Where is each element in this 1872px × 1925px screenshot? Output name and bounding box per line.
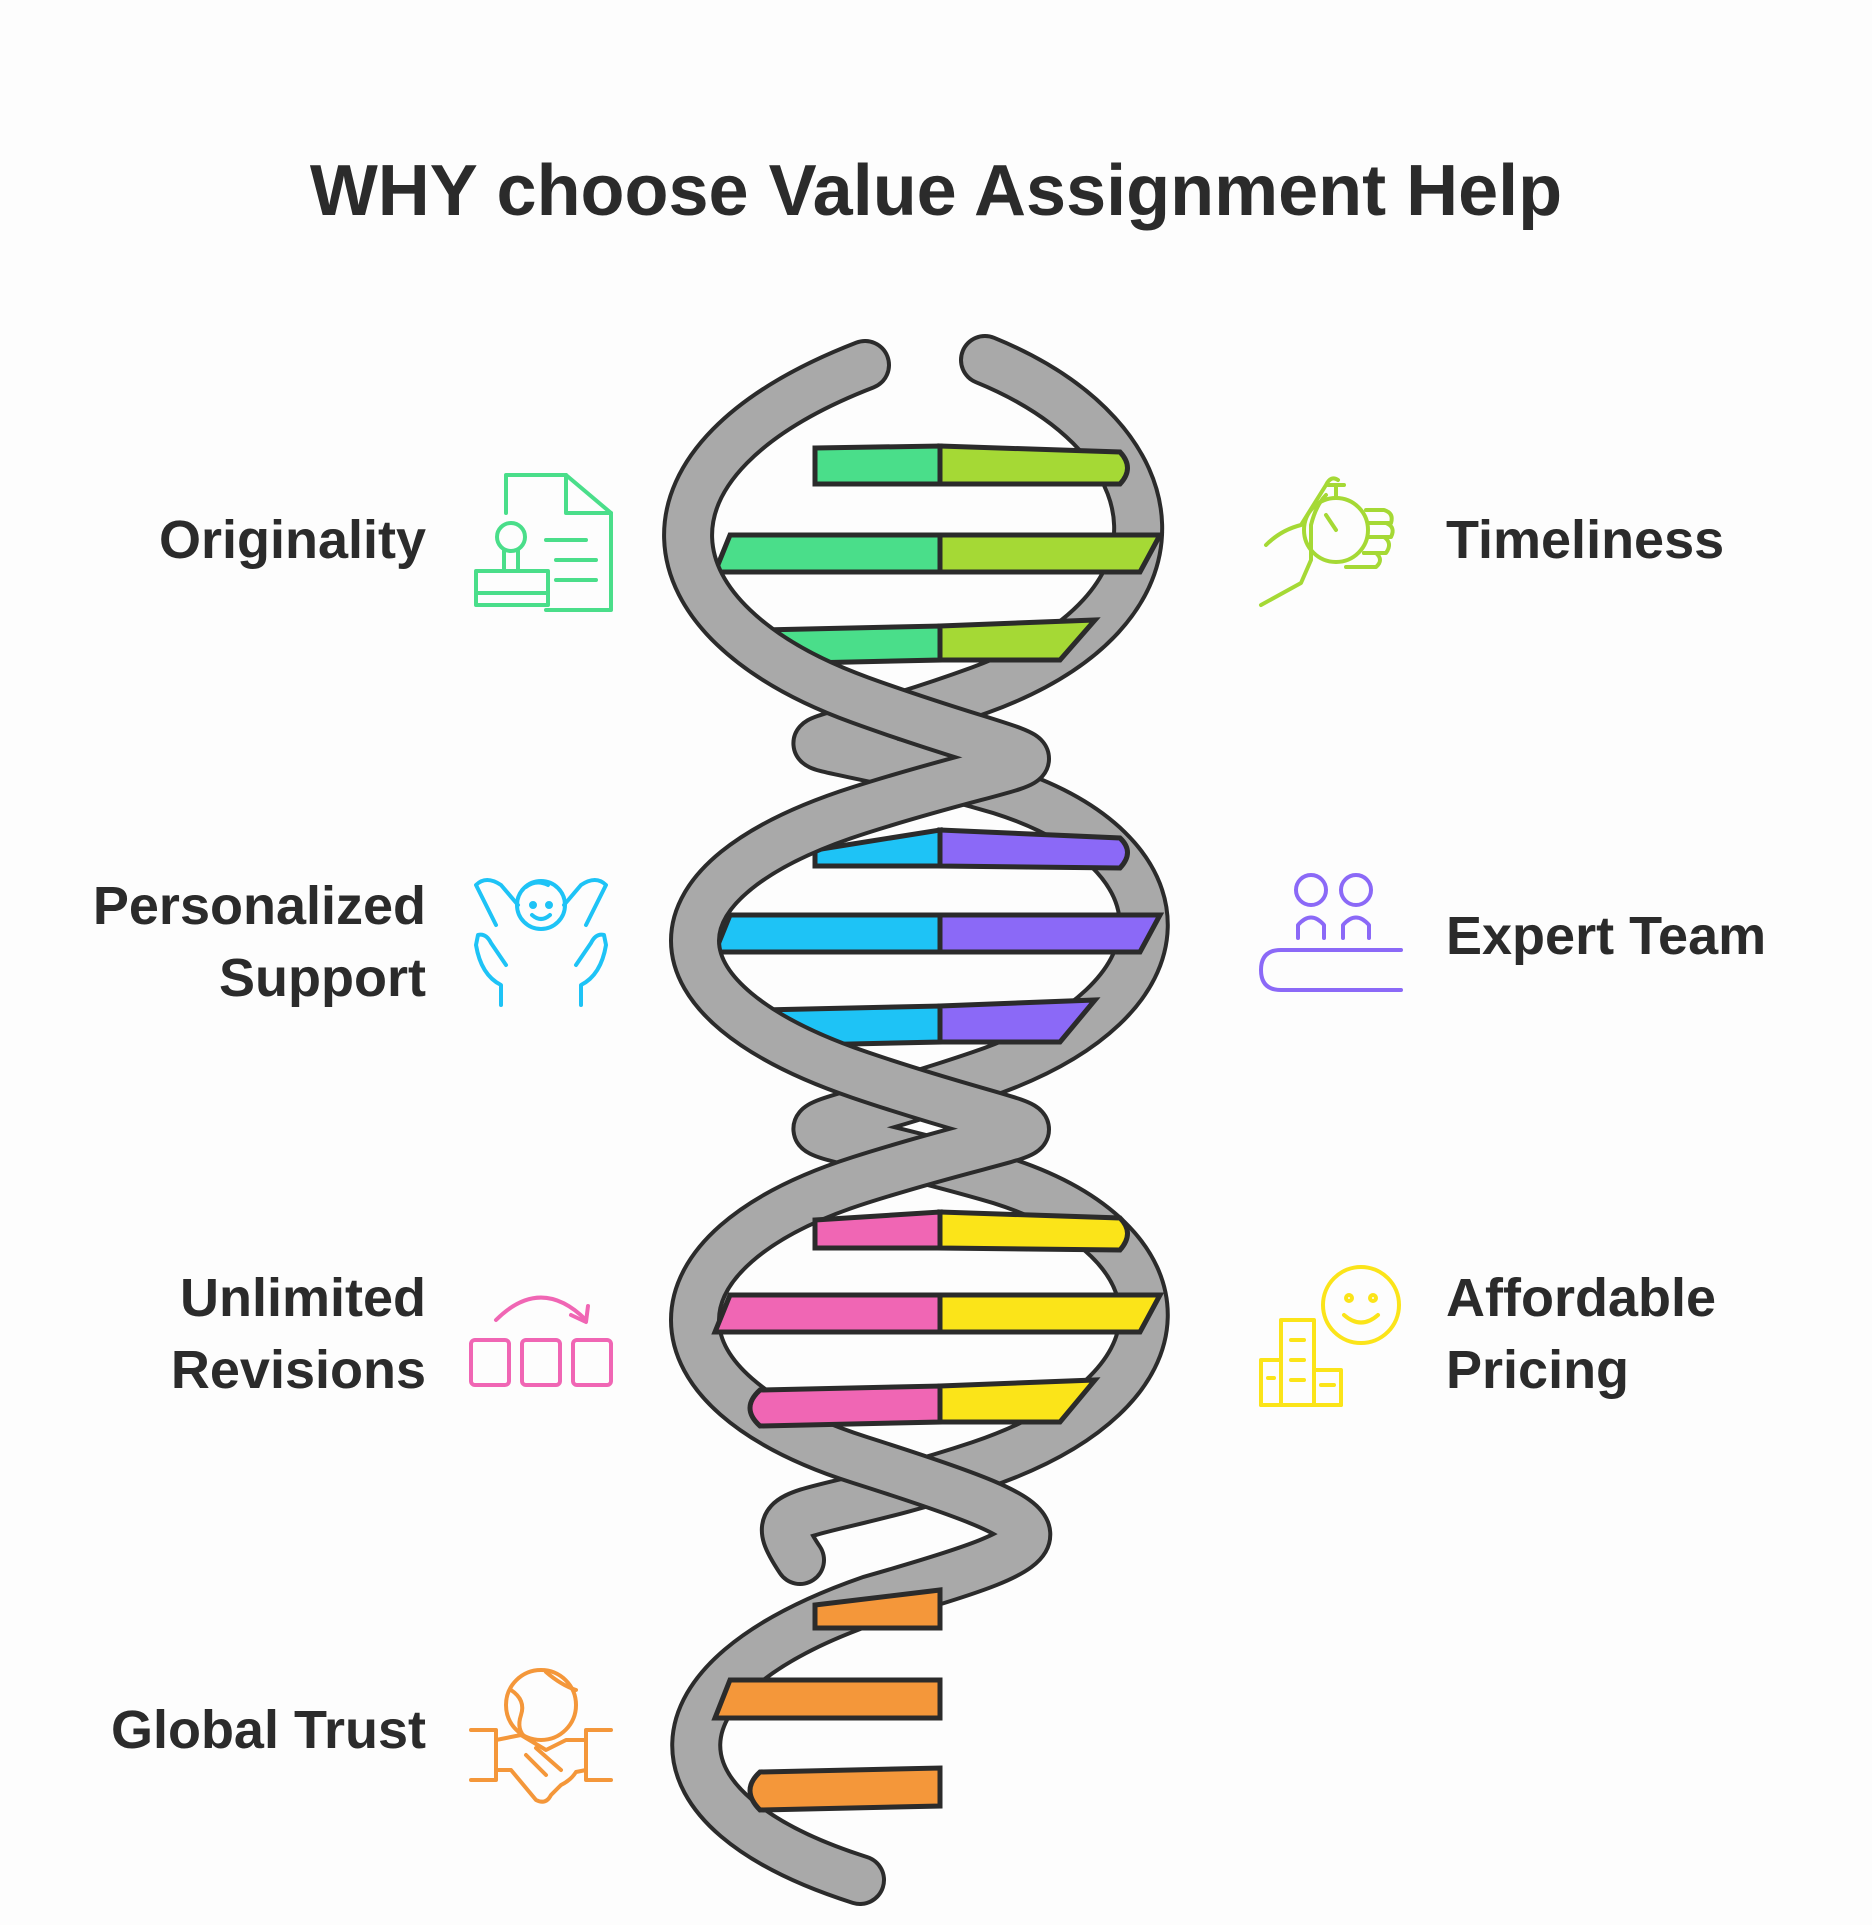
label-originality: Originality [158,510,426,570]
smile-buildings-icon [1259,1265,1401,1407]
rung-timeliness-1 [937,443,1130,487]
label-personalized-support: Personalized Support [92,876,426,1008]
rung-originality-1 [812,443,943,487]
hands-support-icon [474,878,608,1007]
rung-timeliness-3 [937,617,1101,663]
label-global-trust: Global Trust [110,1700,426,1760]
revisions-cycle-icon [469,1295,613,1387]
label-unlimited-revisions: Unlimited Revisions [170,1268,426,1400]
team-icon [1259,873,1403,992]
rung-originality-2 [711,532,943,575]
label-timeliness: Timeliness [1446,510,1725,570]
page-title: WHY choose Value Assignment Help [309,151,1563,231]
label-expert-team: Expert Team [1446,906,1767,966]
document-stamp-icon [474,473,613,612]
rung-timeliness-2 [937,532,1165,575]
hand-stopwatch-icon [1259,476,1395,607]
label-affordable-pricing: Affordable Pricing [1446,1268,1716,1400]
globe-handshake-icon [469,1668,613,1804]
